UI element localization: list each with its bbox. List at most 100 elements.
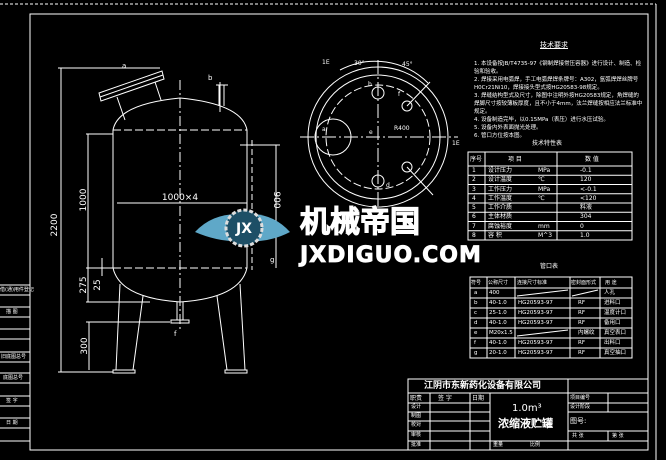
req-item: 2. 焊接采用电弧焊，手工电弧焊焊条牌号：A302，氩弧焊焊丝牌号H0Cr21N…: [474, 77, 639, 91]
nozzle-row-sym: b: [474, 300, 478, 306]
left-strip-label: 旧底图总号: [1, 354, 27, 360]
spec-row-value: 0: [580, 222, 584, 230]
spec-table-title: 技术特性表: [532, 140, 563, 147]
nozzle-row-std: HG20593-97: [518, 350, 553, 356]
company-name: 江阴市东新药化设备有限公司: [424, 381, 542, 391]
spec-row-value: 120: [580, 176, 592, 184]
tb-role: 设计: [411, 404, 422, 410]
nozzle-row-std: HG20593-97: [518, 300, 553, 306]
spec-row-value: <-0.1: [580, 185, 597, 193]
nozzle-row-size: 40-1.0: [489, 340, 507, 346]
tb-scale: 比例: [530, 442, 541, 448]
spec-row-no: 8: [472, 231, 476, 239]
nozzle-row-size: M20x1.5: [489, 330, 513, 336]
label-a: a: [122, 62, 126, 70]
label-b: b: [208, 74, 213, 82]
nozzle-row-use: 真空抽口: [604, 350, 627, 356]
tb-sheet-no: 第 张: [612, 433, 624, 439]
nozzle-row-face: RF: [578, 300, 585, 306]
nozzle-header-sym: 符号: [471, 280, 482, 286]
spec-table-rows: [468, 174, 632, 232]
plan-radius: R400: [394, 125, 410, 132]
left-strip-label: 描 图: [6, 309, 18, 315]
left-strip-label: 借(通)用件登记: [0, 287, 34, 293]
nozzle-row-sym: a: [474, 290, 478, 296]
nozzle-row-sym: c: [474, 310, 478, 316]
vessel-name: 浓缩液贮罐: [498, 417, 553, 430]
spec-row-unit: MPa: [538, 185, 551, 193]
nozzle-row-use: 人孔: [604, 290, 616, 296]
dim-2200: 2200: [50, 213, 60, 236]
tb-stage: 设计阶段: [570, 404, 591, 410]
spec-row-no: 5: [472, 204, 476, 211]
spec-row-value: 料液: [580, 204, 593, 211]
dimension-lines: [58, 67, 277, 373]
label-g: g: [270, 256, 274, 264]
tb-project-no: 项目编号: [570, 395, 591, 401]
title-block-grid: [407, 378, 649, 451]
watermark-cn: 机械帝国: [300, 205, 420, 240]
nozzle-table-title: 管口表: [540, 263, 559, 270]
manhole-circle: [314, 118, 352, 156]
watermark-en: JXDIGUO.COM: [298, 243, 482, 268]
plan-label-a: a: [322, 126, 326, 133]
nozzle-row-std: HG20593-97: [518, 340, 553, 346]
gear-icon: [224, 208, 264, 248]
plan-label-d: d: [386, 182, 390, 189]
tech-requirements-list: 1. 本设备按JB/T4735-97《钢制焊接常压容器》进行设计、制造、检验和验…: [474, 60, 644, 140]
spec-row-item: 腐蚀裕度: [488, 222, 513, 230]
req-item: 6. 管口方位按本图。: [474, 133, 525, 139]
nozzle-row-face: 内螺纹: [578, 330, 595, 336]
outlet-f: [170, 302, 190, 324]
nozzle-row-sym: f: [474, 340, 476, 346]
tech-requirements-title: 技术要求: [540, 41, 568, 49]
nozzle-row-face: RF: [578, 310, 585, 316]
nozzle-row-size: 40-1.0: [489, 300, 507, 306]
nozzle-row-size: 20-1.0: [489, 350, 507, 356]
left-strip-label: 签 字: [6, 398, 18, 404]
left-strip-lines: [0, 284, 30, 442]
spec-row-unit: ℃: [538, 194, 545, 202]
plan-view: 1E 30° 45° b a R400 d f e 1E: [300, 59, 460, 215]
nozzle-b: [216, 82, 228, 112]
tb-drawing-no: 图号:: [570, 417, 587, 425]
spec-header-no: 序号: [470, 156, 483, 163]
nozzle-g: [240, 140, 280, 270]
nozzle-row-use: 进料口: [604, 300, 621, 306]
spec-row-unit: ℃: [538, 176, 545, 184]
vessel-elevation: 2200 1000 1000×4 900 275 25 300 a b g f: [50, 62, 281, 374]
nozzle-row-face: RF: [578, 320, 585, 326]
manhole-nozzle-a: [98, 70, 165, 121]
nozzle-row-sym: d: [474, 320, 478, 326]
support-legs: [112, 283, 248, 374]
nozzle-row-use: 温度计口: [604, 310, 627, 316]
watermark-logo: JX 机械帝国 JXDIGUO.COM: [195, 205, 482, 268]
nozzle-header-use: 用 途: [605, 280, 617, 286]
spec-header-value: 数 值: [585, 156, 599, 163]
nozzle-row-face: RF: [578, 340, 585, 346]
spec-row-no: 2: [472, 176, 476, 184]
tb-header-sign: 签 字: [438, 395, 452, 402]
dim-900: 900: [271, 191, 281, 208]
dim-1000: 1000: [79, 188, 89, 211]
spec-row-value: <120: [580, 194, 597, 202]
spec-row-unit: M^3: [538, 231, 553, 239]
nozzle-row-size: 400: [489, 290, 500, 296]
tb-weight: 重量: [493, 442, 504, 448]
nozzle-row-use: 出料口: [604, 340, 621, 346]
tb-header-role: 职责: [410, 395, 423, 402]
left-strip-label: 底图总号: [3, 375, 24, 381]
spec-row-no: 3: [472, 185, 476, 193]
spec-row-no: 4: [472, 194, 476, 202]
tb-role: 制图: [411, 413, 422, 419]
spec-row-unit: MPa: [538, 167, 551, 174]
plan-label-top-left: 1E: [322, 59, 330, 66]
label-f: f: [174, 330, 177, 338]
nozzle-row-size: 40-1.0: [489, 320, 507, 326]
nozzle-row-std: HG20593-97: [518, 310, 553, 316]
spec-row-item: 工作介质: [488, 204, 513, 211]
plan-angle-2: 45°: [402, 61, 413, 68]
req-item: 1. 本设备按JB/T4735-97《钢制焊接常压容器》进行设计、制造、检验和验…: [474, 61, 642, 75]
